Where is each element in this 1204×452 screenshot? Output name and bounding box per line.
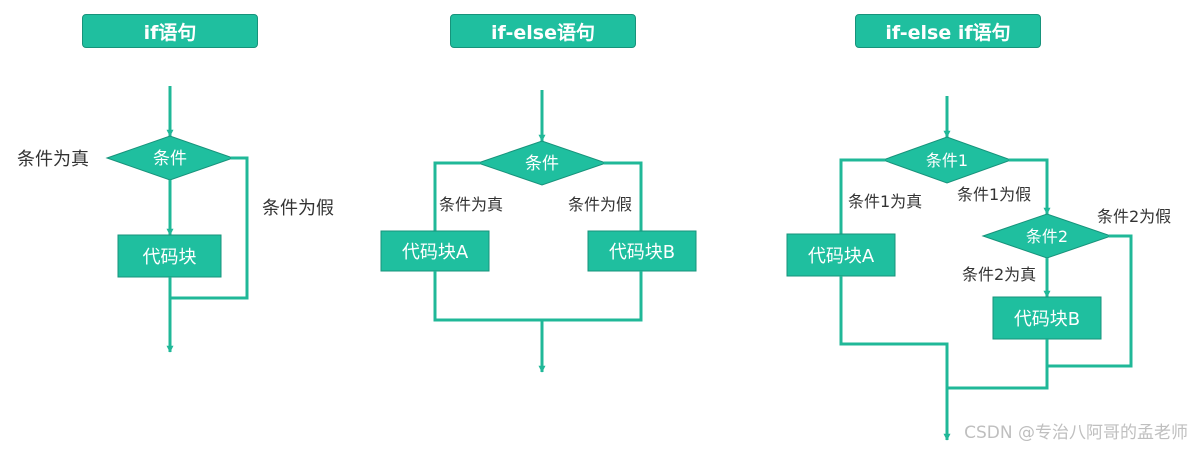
if-else-if-c1-false-path (1009, 158, 1051, 215)
if-else-if-condition1-text: 条件1 (926, 151, 968, 170)
if-else-diagram: 条件 代码块A 代码块B 条件为真 条件为假 (380, 90, 697, 373)
if-else-code-block-b (587, 230, 697, 272)
if-else-if-c1-true-path (839, 158, 885, 234)
if-else-false-path (604, 161, 643, 231)
if-else-if-c1-false-label: 条件1为假 (957, 185, 1031, 204)
if-else-if-c1-true-label: 条件1为真 (848, 192, 922, 211)
if-else-if-c2-false-label: 条件2为假 (1097, 207, 1171, 226)
if-false-path (170, 156, 249, 300)
if-else-if-c2-true-label: 条件2为真 (962, 265, 1036, 284)
if-else-if-diagram: 条件1 代码块A 条件2 代码块B 条件1为真 条件1为假 条件2为假 条件2为… (786, 96, 1171, 441)
if-else-merge-path (433, 271, 643, 322)
if-false-label: 条件为假 (262, 198, 334, 219)
if-condition-text: 条件 (153, 149, 187, 169)
if-else-if-c2-false-path (1047, 234, 1133, 368)
if-code-block-text: 代码块 (143, 247, 197, 268)
if-else-false-label: 条件为假 (568, 195, 632, 214)
if-else-if-code-block-a (786, 233, 896, 277)
watermark: CSDN @专治八阿哥的孟老师 (964, 423, 1188, 443)
if-else-title: if-else语句 (450, 14, 636, 48)
if-else-condition-text: 条件 (525, 154, 559, 174)
if-else-if-code-block-b (992, 296, 1102, 340)
if-else-if-code-block-a-text: 代码块A (808, 246, 875, 267)
if-else-if-code-block-b-text: 代码块B (1014, 309, 1080, 330)
if-else-true-label: 条件为真 (439, 195, 503, 214)
if-else-if-block-a-merge-path (839, 276, 951, 441)
if-else-code-block-a-text: 代码块A (402, 242, 469, 263)
if-else-if-block-b-merge-path (947, 339, 1049, 390)
if-else-if-condition2-text: 条件2 (1026, 227, 1068, 246)
if-diagram: 条件 代码块 条件为真 条件为假 (17, 86, 334, 353)
if-title: if语句 (82, 14, 258, 48)
if-else-code-block-b-text: 代码块B (609, 242, 675, 263)
if-else-if-title: if-else if语句 (855, 14, 1041, 48)
if-code-block (117, 234, 222, 278)
if-else-true-path (433, 161, 480, 231)
if-true-label: 条件为真 (17, 149, 89, 170)
